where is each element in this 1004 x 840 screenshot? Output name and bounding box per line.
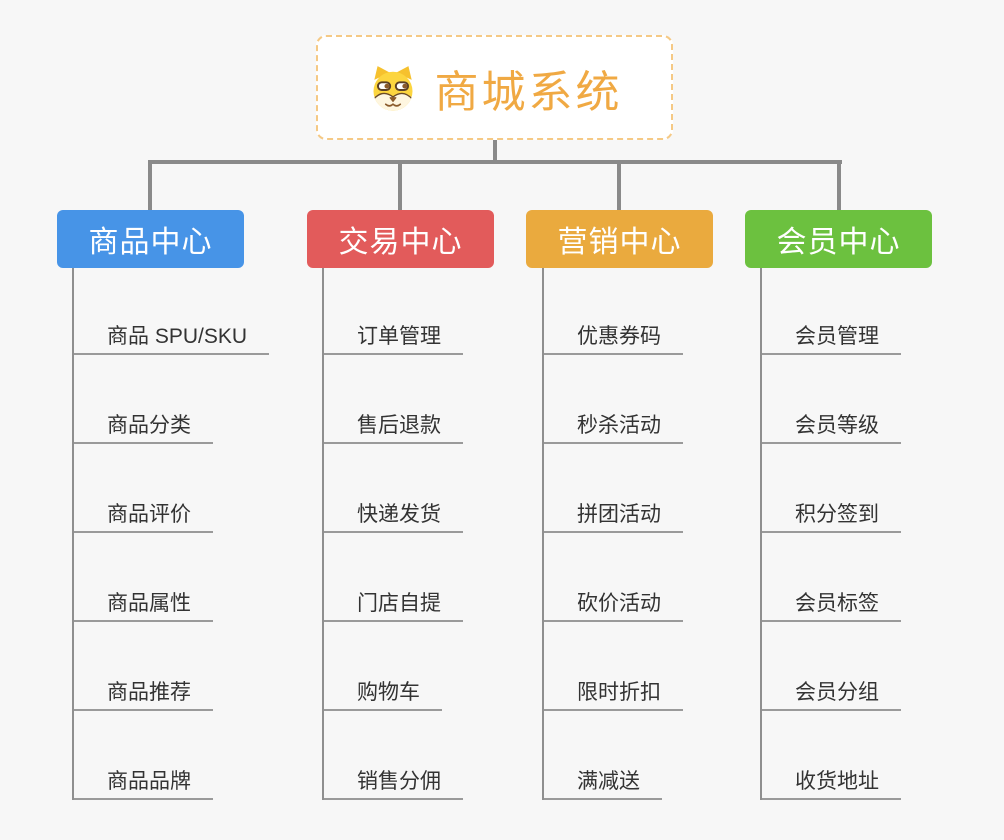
branch-label: 商品中心 [88,226,213,259]
leaf-row: 订单管理 [324,268,463,355]
connector-bus [148,160,842,164]
root-title: 商城系统 [434,67,623,117]
leaf-row: 商品评价 [74,444,269,533]
leaf-node[interactable]: 限时折扣 [544,681,683,711]
leaf-row: 优惠券码 [544,268,683,355]
leaf-node[interactable]: 秒杀活动 [544,414,683,444]
leaf-node[interactable]: 会员管理 [762,325,901,355]
branch-children-column-3: 优惠券码 秒杀活动 拼团活动 砍价活动 限时折扣 满减送 [542,268,683,800]
leaf-row: 购物车 [324,622,463,711]
branch-label: 会员中心 [776,226,901,259]
leaf-row: 拼团活动 [544,444,683,533]
leaf-row: 会员标签 [762,533,901,622]
branch-label: 交易中心 [338,226,463,259]
leaf-node[interactable]: 收货地址 [762,770,901,800]
leaf-row: 快递发货 [324,444,463,533]
leaf-row: 商品属性 [74,533,269,622]
branch-node-marketing-center[interactable]: 营销中心 [526,210,713,268]
leaf-node[interactable]: 商品评价 [74,503,213,533]
branch-children-column-1: 商品 SPU/SKU 商品分类 商品评价 商品属性 商品推荐 商品品牌 [72,268,270,800]
leaf-node[interactable]: 商品属性 [74,592,213,622]
leaf-row: 售后退款 [324,355,463,444]
leaf-row: 砍价活动 [544,533,683,622]
leaf-node[interactable]: 拼团活动 [544,503,683,533]
leaf-node[interactable]: 商品分类 [74,414,213,444]
connector-root-stub [493,140,497,162]
leaf-node[interactable]: 门店自提 [324,592,463,622]
leaf-row: 积分签到 [762,444,901,533]
root-node[interactable]: 商城系统 [316,35,673,140]
leaf-node[interactable]: 商品品牌 [74,770,213,800]
branch-node-member-center[interactable]: 会员中心 [745,210,932,268]
leaf-row: 会员管理 [762,268,901,355]
branch-node-product-center[interactable]: 商品中心 [57,210,244,268]
dog-face-icon [373,65,412,111]
connector-drop-branch-3 [617,160,621,210]
leaf-node[interactable]: 快递发货 [324,503,463,533]
leaf-node[interactable]: 销售分佣 [324,770,463,800]
leaf-node[interactable]: 满减送 [544,770,662,800]
leaf-node[interactable]: 优惠券码 [544,325,683,355]
leaf-row: 商品 SPU/SKU [74,268,270,355]
connector-drop-branch-2 [398,160,402,210]
leaf-row: 商品品牌 [74,711,269,800]
connector-drop-branch-4 [837,160,841,210]
branch-children-column-2: 订单管理 售后退款 快递发货 门店自提 购物车 销售分佣 [322,268,463,800]
leaf-row: 秒杀活动 [544,355,683,444]
leaf-row: 会员等级 [762,355,901,444]
branch-children-column-4: 会员管理 会员等级 积分签到 会员标签 会员分组 收货地址 [760,268,901,800]
leaf-row: 门店自提 [324,533,463,622]
leaf-node[interactable]: 积分签到 [762,503,901,533]
branch-label: 营销中心 [557,226,682,259]
leaf-node[interactable]: 会员等级 [762,414,901,444]
leaf-row: 会员分组 [762,622,901,711]
leaf-node[interactable]: 订单管理 [324,325,463,355]
leaf-node[interactable]: 购物车 [324,681,442,711]
leaf-row: 满减送 [544,711,683,800]
leaf-row: 限时折扣 [544,622,683,711]
leaf-row: 商品分类 [74,355,269,444]
branch-node-trade-center[interactable]: 交易中心 [307,210,494,268]
leaf-node[interactable]: 会员分组 [762,681,901,711]
leaf-row: 销售分佣 [324,711,463,800]
leaf-row: 收货地址 [762,711,901,800]
leaf-node[interactable]: 会员标签 [762,592,901,622]
connector-drop-branch-1 [148,160,152,210]
leaf-node[interactable]: 商品 SPU/SKU [74,325,270,355]
leaf-node[interactable]: 售后退款 [324,414,463,444]
leaf-node[interactable]: 砍价活动 [544,592,683,622]
leaf-row: 商品推荐 [74,622,269,711]
leaf-node[interactable]: 商品推荐 [74,681,213,711]
